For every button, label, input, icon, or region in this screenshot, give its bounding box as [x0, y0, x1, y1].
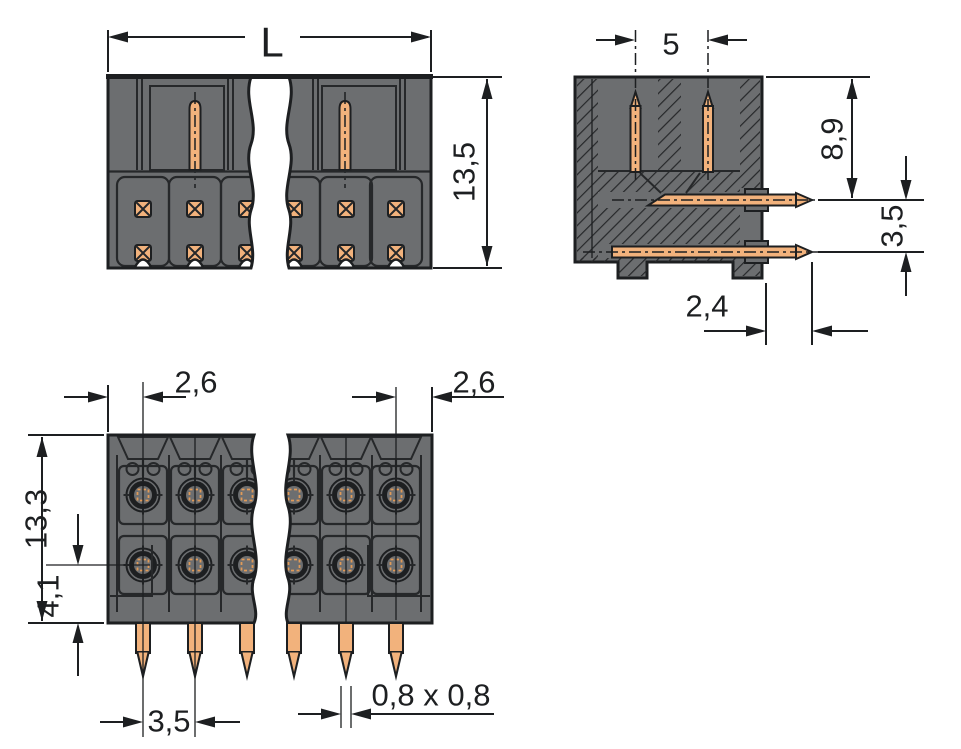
arrowhead — [746, 325, 766, 337]
arrowhead — [411, 31, 431, 43]
dimension-front-width: L — [107, 19, 432, 72]
arrowhead — [143, 391, 163, 403]
dimension-side-pin-protrusion: 2,4 — [685, 262, 868, 345]
dimension-side-pin-spacing: 5 — [596, 27, 747, 62]
arrowhead — [123, 716, 143, 728]
dim-side-pin-protrusion-label: 2,4 — [685, 289, 728, 324]
arrowhead — [432, 391, 452, 403]
arrowhead — [36, 437, 48, 457]
arrowhead — [708, 34, 728, 46]
arrowhead — [481, 246, 493, 266]
arrowhead — [846, 178, 858, 198]
dim-side-row-pitch-label: 3,5 — [875, 204, 910, 247]
horizontal-pin — [612, 191, 822, 209]
dim-front-height-label: 13,5 — [447, 142, 482, 202]
arrowhead — [376, 391, 396, 403]
arrowhead — [846, 79, 858, 99]
dimension-bottom-row-offset: 4,1 — [31, 514, 84, 676]
dimension-bottom-pitch: 3,5 — [100, 704, 240, 739]
dimension-bottom-edge-offset-right: 2,6 — [352, 365, 504, 432]
dim-bottom-pin-size-label: 0,8 x 0,8 — [372, 678, 491, 713]
vertical-pin — [629, 30, 642, 184]
arrowhead — [321, 708, 341, 720]
arrowhead — [88, 391, 108, 403]
arrowhead — [812, 325, 832, 337]
arrowhead — [72, 623, 84, 643]
side-view: 5 8,9 3,5 2,4 — [573, 27, 924, 345]
arrowhead — [900, 252, 912, 272]
bottom-view: 2,6 2,6 13,3 4,1 — [19, 365, 504, 739]
vertical-pin — [701, 30, 715, 184]
section-hatching — [577, 79, 760, 276]
arrowhead — [615, 34, 635, 46]
arrowhead — [195, 716, 215, 728]
arrowhead — [351, 708, 371, 720]
dim-bottom-pitch-label: 3,5 — [147, 704, 190, 739]
arrowhead — [481, 79, 493, 99]
dim-front-width-label: L — [260, 19, 283, 66]
centerlines — [46, 382, 397, 737]
arrowhead — [108, 31, 128, 43]
dim-side-pin-spacing-label: 5 — [662, 27, 679, 62]
horizontal-pin — [583, 243, 822, 261]
dimension-front-height: 13,5 — [433, 76, 502, 269]
dimension-side-row-pitch: 3,5 — [818, 156, 924, 296]
dimension-bottom-edge-offset-left: 2,6 — [64, 365, 218, 432]
dim-side-pin-height-label: 8,9 — [815, 117, 850, 160]
arrowhead — [900, 180, 912, 200]
dimension-side-pin-height: 8,9 — [766, 76, 870, 198]
dim-bottom-edge-offset-right-label: 2,6 — [452, 365, 495, 400]
arrowhead — [36, 601, 48, 621]
dimension-bottom-depth: 13,3 — [19, 434, 104, 624]
arrowhead — [72, 545, 84, 565]
front-view: L 13,5 — [106, 19, 502, 270]
dim-bottom-edge-offset-left-label: 2,6 — [174, 365, 217, 400]
dim-bottom-depth-label: 13,3 — [19, 489, 54, 549]
dim-bottom-row-offset-label: 4,1 — [31, 574, 66, 617]
dimension-bottom-pin-size: 0,8 x 0,8 — [298, 678, 494, 720]
